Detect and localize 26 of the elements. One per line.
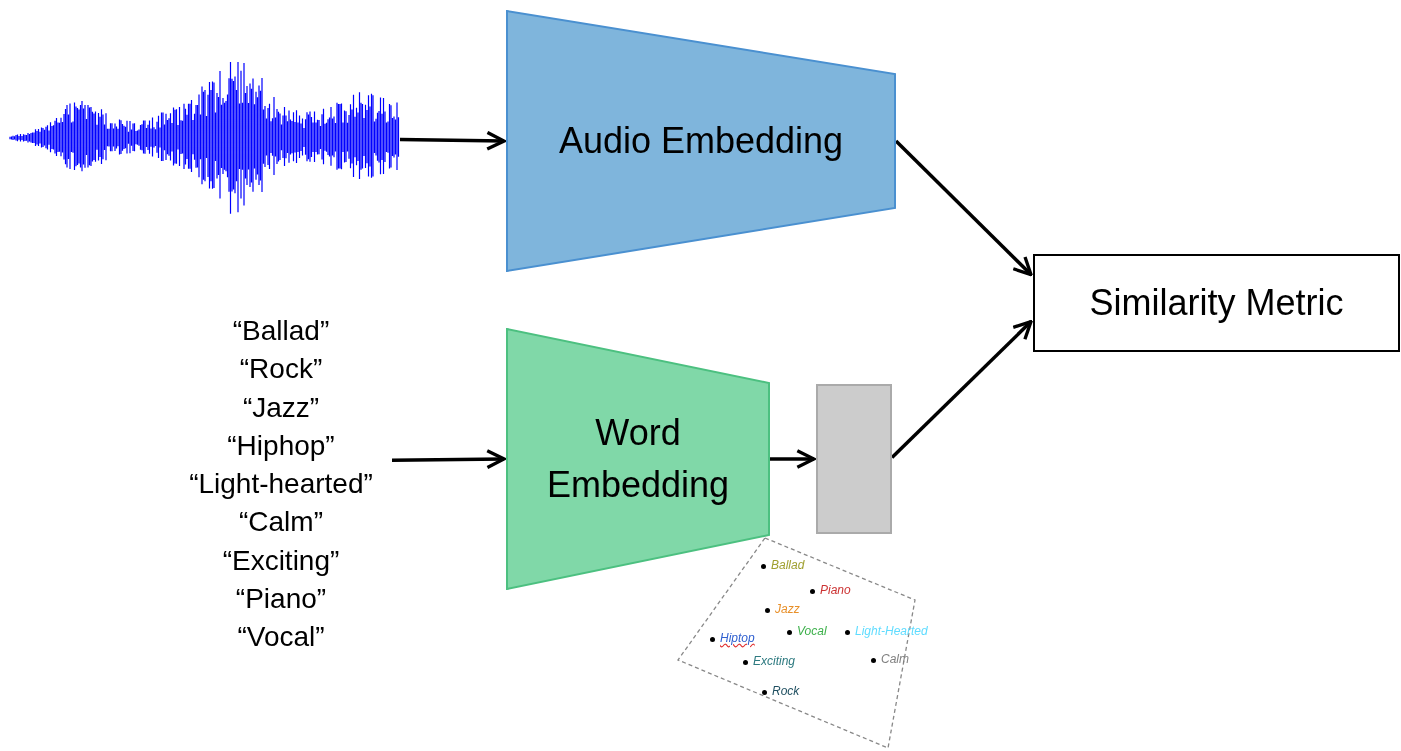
vector-bar (816, 384, 892, 534)
word-label: “Calm” (239, 505, 323, 540)
encoder-label: Word Embedding (545, 410, 731, 507)
word-label: “Jazz” (242, 390, 320, 425)
word-label: “Vocal” (237, 620, 325, 655)
point-label: Rock (772, 684, 800, 698)
point-label: Vocal (797, 624, 827, 638)
word-label: “Ballad” (232, 314, 330, 348)
word-label: “Piano” (235, 582, 327, 617)
point-label: Calm (881, 652, 909, 666)
point-label: Exciting (753, 654, 796, 668)
word-label: “Hiphop” (227, 428, 335, 463)
word-label: “Light-hearted” (189, 467, 373, 502)
metric-label: Similarity Metric (1089, 281, 1344, 325)
point-label: Hiptop (720, 631, 755, 645)
point-label: Piano (820, 583, 851, 597)
point-label: Jazz (775, 602, 800, 616)
arrow (399, 130, 506, 151)
word-label: “Exciting” (222, 543, 340, 578)
arrow (770, 449, 816, 469)
encoder-label: Audio Embedding (557, 118, 845, 163)
point-label: Light-Hearted (855, 624, 928, 638)
arrow (391, 449, 506, 470)
metric-box (1033, 254, 1400, 352)
word-label: “Rock” (239, 352, 323, 387)
point-label: Ballad (771, 558, 805, 572)
